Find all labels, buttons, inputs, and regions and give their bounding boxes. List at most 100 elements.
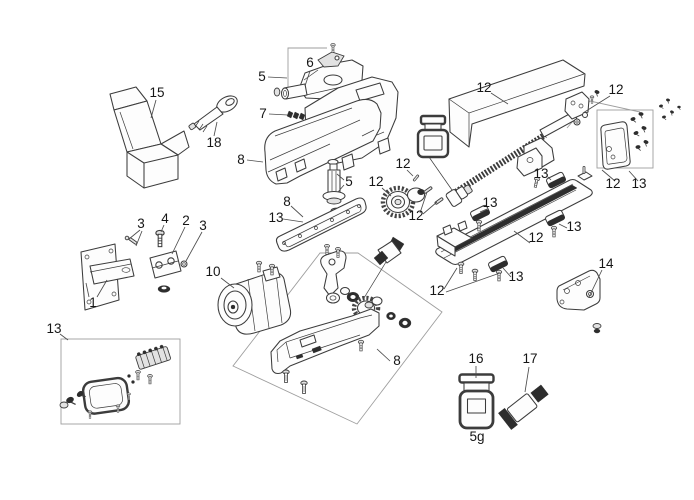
part-8-base-chassis [270, 308, 380, 394]
part-3-nut [180, 260, 188, 268]
callout-5: 5 [258, 69, 266, 84]
callout-leader-4 [160, 224, 165, 233]
callout-leader-1 [85, 282, 90, 298]
callout-12: 12 [429, 283, 444, 298]
part-6-lock-cylinder [273, 83, 308, 100]
bearing-set-left [325, 286, 360, 304]
callout-leader-3 [185, 231, 203, 262]
callout-8: 8 [393, 353, 401, 368]
callout-leader-12 [419, 191, 428, 214]
callout-leader-12 [445, 272, 501, 293]
callout-1: 1 [89, 295, 97, 310]
part-1-wall-plate [80, 243, 135, 311]
release-lever-assembly [320, 244, 347, 297]
part-13-accessory-kit [59, 344, 171, 419]
callout-leader-3 [128, 229, 141, 240]
callout-7: 7 [259, 106, 267, 121]
callout-leader-8 [290, 205, 304, 218]
callout-leader-12 [513, 230, 531, 244]
callout-leader-5 [267, 76, 288, 79]
callout-leader-13 [282, 218, 304, 223]
callout-3: 3 [199, 218, 207, 233]
part-12-screw-rod [445, 89, 601, 207]
callout-12: 12 [368, 174, 383, 189]
callout-leader-14 [588, 269, 603, 298]
grease-weight-label: 5g [469, 429, 484, 444]
callout-3: 3 [137, 216, 145, 231]
part-4-bolt [155, 229, 165, 248]
callout-leader-10 [220, 277, 235, 289]
part-15-packaging-box [109, 86, 190, 189]
callout-17: 17 [522, 351, 537, 366]
callout-leader-6 [304, 70, 311, 87]
rod-slider-block [516, 137, 555, 189]
part-18-release-key [188, 95, 238, 133]
callout-13: 13 [566, 219, 581, 234]
callout-4: 4 [161, 211, 169, 226]
part-12-guide-rail [435, 166, 593, 266]
part-13-cover-gasket [275, 197, 367, 252]
callout-leader-12 [443, 267, 458, 290]
callout-8: 8 [237, 152, 245, 167]
callout-13: 13 [482, 195, 497, 210]
callout-leader-3 [135, 230, 143, 247]
callout-leader-12 [601, 169, 616, 182]
accessory-kit-outline [60, 338, 181, 425]
callout-12: 12 [408, 208, 423, 223]
part-5-release-pump [322, 158, 346, 215]
bearing-set-right [386, 312, 412, 329]
callout-leader-1 [96, 279, 108, 298]
kit-terminal-strip [135, 344, 171, 370]
callout-8: 8 [283, 194, 291, 209]
part-3-pin [124, 235, 138, 246]
lock-group-outline [287, 47, 327, 98]
callout-leader-18 [213, 121, 218, 137]
callout-14: 14 [598, 256, 614, 271]
part-8-housing-cover [264, 98, 382, 185]
callout-leader-15 [150, 99, 157, 119]
callout-leader-12 [490, 92, 509, 105]
callout-12: 12 [608, 82, 623, 97]
callout-12: 12 [395, 156, 410, 171]
callout-leader-13 [547, 176, 552, 181]
callout-15: 15 [149, 85, 164, 100]
callout-leader-12 [381, 187, 392, 197]
callout-18: 18 [206, 135, 221, 150]
callout-leader-7 [268, 113, 289, 116]
part-12-rail-cover [448, 59, 586, 148]
callout-leader-12 [582, 95, 611, 114]
callout-leader-8 [376, 348, 391, 362]
callout-12: 12 [476, 80, 491, 95]
callout-12: 12 [605, 176, 620, 191]
reference-outlines [60, 47, 654, 425]
kit-gasket-pan [81, 376, 131, 415]
callout-leader-13 [558, 223, 568, 229]
callout-13: 13 [631, 176, 646, 191]
part-10-motor [217, 260, 292, 335]
callout-leader-13 [502, 267, 512, 278]
callout-13: 13 [533, 166, 548, 181]
glue-tube-small [363, 236, 405, 299]
callout-13: 13 [268, 210, 283, 225]
rod-end-hardware [564, 89, 601, 126]
callout-6: 6 [306, 55, 314, 70]
callout-13: 13 [46, 321, 61, 336]
callout-leader-12 [406, 169, 414, 177]
callout-leader-5 [337, 184, 345, 193]
callout-10: 10 [205, 264, 220, 279]
callout-5: 5 [345, 174, 353, 189]
callout-leader-17 [524, 366, 530, 393]
callout-leader-13 [59, 333, 69, 341]
grease-jar-top [416, 114, 453, 191]
callout-leader-8 [246, 159, 264, 163]
part-16-grease-jar [458, 373, 495, 430]
callout-13: 13 [508, 269, 523, 284]
part-14-rear-bracket [556, 269, 602, 334]
central-assembly-outline [232, 252, 443, 425]
callout-2: 2 [182, 213, 190, 228]
callout-16: 16 [468, 351, 483, 366]
endplate-group-outline [596, 109, 654, 169]
